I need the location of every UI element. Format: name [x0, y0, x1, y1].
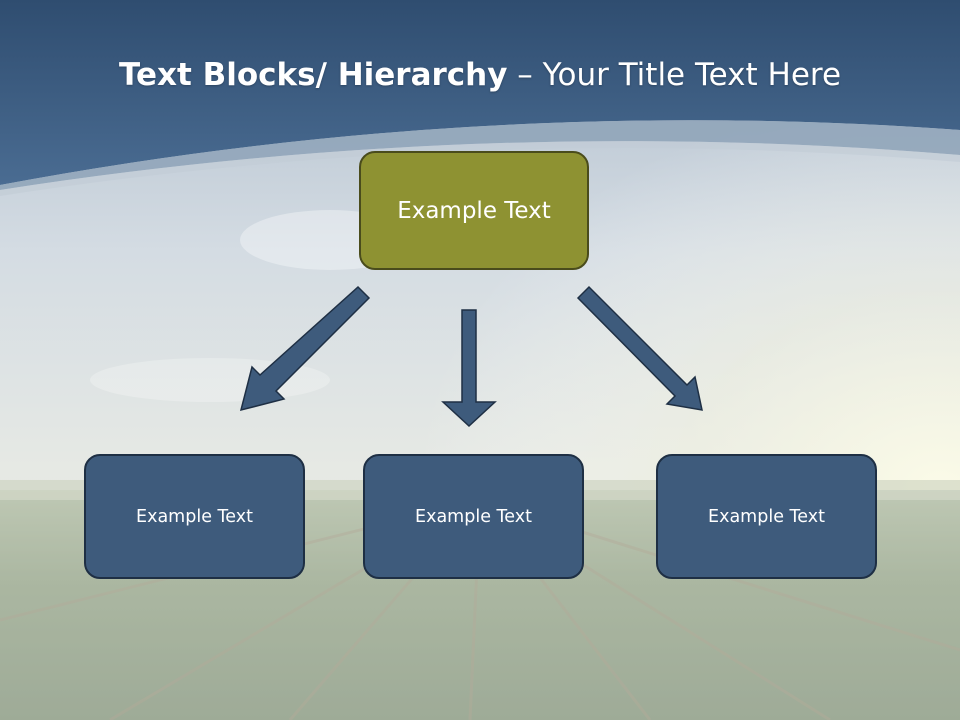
child-box-center: Example Text [363, 454, 584, 579]
arrow-center [441, 309, 497, 428]
arrow-right [576, 285, 703, 411]
child-label-right: Example Text [708, 506, 825, 527]
root-box: Example Text [359, 151, 589, 270]
title-rest: – Your Title Text Here [507, 57, 842, 93]
title-bold: Text Blocks/ Hierarchy [118, 57, 508, 93]
child-box-left: Example Text [84, 454, 305, 579]
child-box-right: Example Text [656, 454, 877, 579]
child-label-center: Example Text [415, 506, 532, 527]
child-label-left: Example Text [136, 506, 253, 527]
root-label: Example Text [397, 197, 551, 224]
arrow-left [239, 285, 371, 412]
page-title: Text Blocks/ Hierarchy – Your Title Text… [0, 52, 960, 98]
